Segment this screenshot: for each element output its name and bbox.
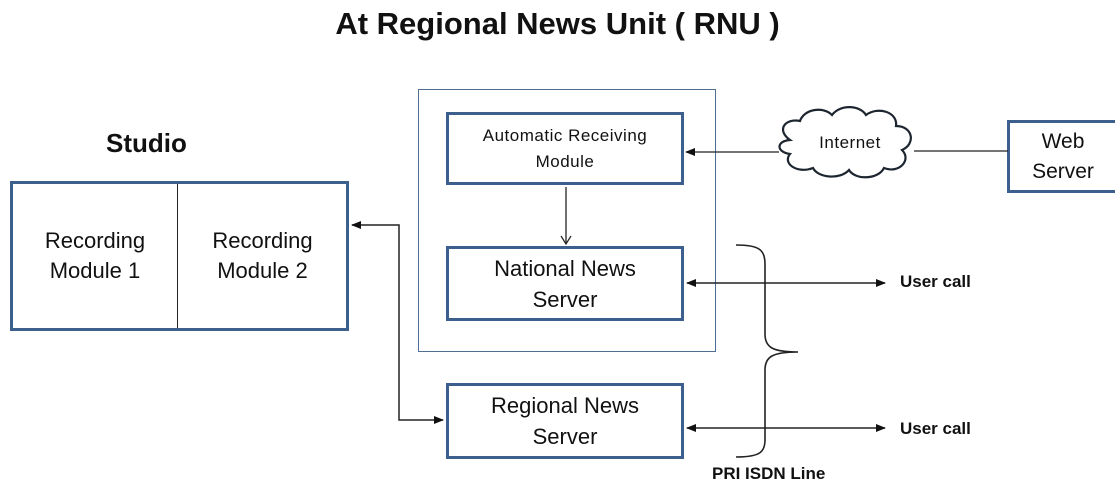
regional-news-server-label: Regional News Server: [491, 393, 639, 449]
national-group-frame: [418, 89, 716, 352]
regional-news-server: Regional News Server: [446, 383, 684, 459]
user-call-label-1: User call: [900, 272, 971, 291]
studio-box: Recording Module 1 Recording Module 2: [10, 181, 349, 331]
national-news-server-label: National News Server: [494, 255, 636, 312]
national-news-server: National News Server: [446, 246, 684, 321]
automatic-receiving-module: Automatic Receiving Module: [446, 112, 684, 185]
diagram-title: At Regional News Unit ( RNU ): [335, 6, 780, 41]
web-server-label: Web Server: [1032, 129, 1094, 183]
pri-isdn-brace: [735, 244, 799, 458]
recording-module-1: Recording Module 1: [44, 228, 146, 283]
studio-label: Studio: [106, 128, 187, 158]
web-server: Web Server: [1007, 120, 1115, 193]
studio-divider: [177, 184, 178, 328]
user-call-label-2: User call: [900, 419, 971, 438]
studio-to-regional-link: [351, 221, 444, 424]
internet-label: Internet: [819, 133, 881, 152]
pri-isdn-line-label: PRI ISDN Line: [712, 464, 826, 483]
automatic-receiving-module-label: Automatic Receiving Module: [482, 125, 648, 171]
internet-cloud: [778, 106, 912, 179]
recording-module-2: Recording Module 2: [212, 228, 313, 283]
